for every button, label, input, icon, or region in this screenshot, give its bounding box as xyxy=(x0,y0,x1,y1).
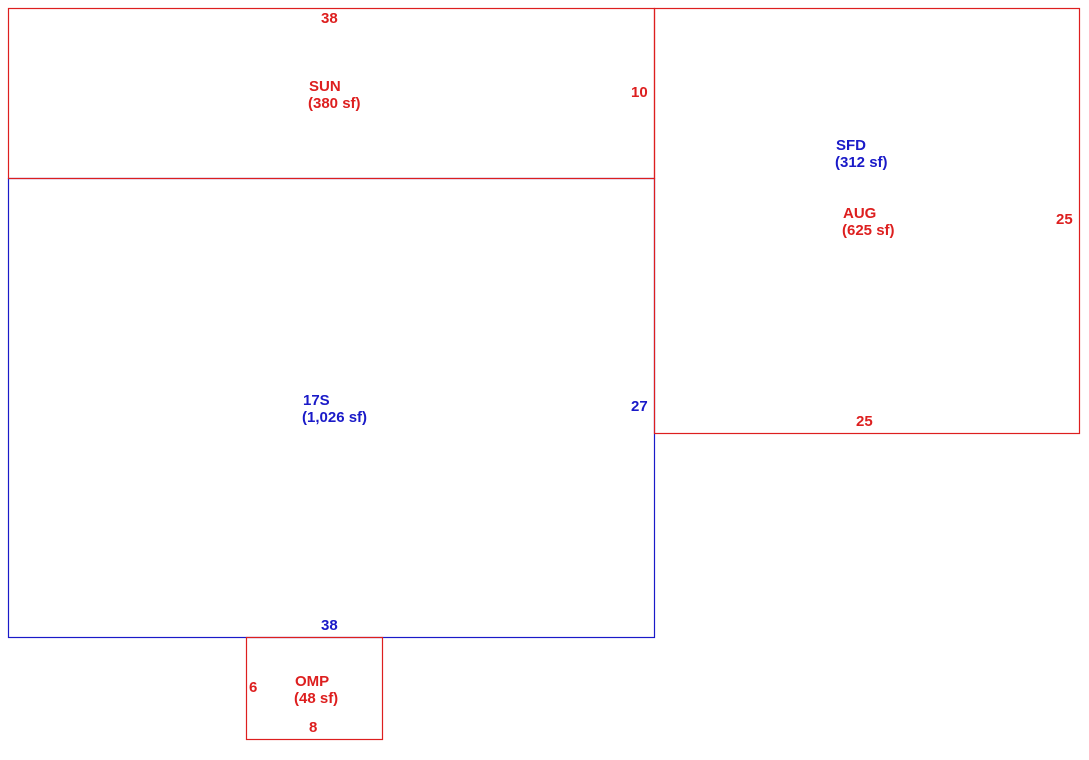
label-sfd-code: SFD xyxy=(836,137,866,154)
area-omp-outline xyxy=(245,636,384,741)
dimension-sun-top: 38 xyxy=(321,10,338,27)
dimension-17s-right: 27 xyxy=(631,398,648,415)
dimension-aug-right: 25 xyxy=(1056,211,1073,228)
label-17s-area: (1,026 sf) xyxy=(302,409,368,426)
label-omp-area: (48 sf) xyxy=(294,690,339,707)
label-sun-code: SUN xyxy=(309,78,341,95)
label-17s: 17S (1,026 sf) xyxy=(302,392,367,426)
dimension-17s-bottom: 38 xyxy=(321,617,338,634)
dimension-sun-right: 10 xyxy=(631,84,648,101)
label-omp-code: OMP xyxy=(295,673,330,690)
label-sun: SUN (380 sf) xyxy=(308,78,361,112)
label-17s-code: 17S xyxy=(303,392,330,409)
label-sfd-area: (312 sf) xyxy=(835,154,888,171)
dimension-omp-left: 6 xyxy=(249,679,258,696)
label-aug-area: (625 sf) xyxy=(842,222,895,239)
label-sun-area: (380 sf) xyxy=(308,95,361,112)
label-omp: OMP (48 sf) xyxy=(294,673,338,707)
label-aug-code: AUG xyxy=(843,205,877,222)
dimension-omp-bottom: 8 xyxy=(309,719,318,736)
dimension-aug-bottom: 25 xyxy=(856,413,873,430)
label-aug: AUG (625 sf) xyxy=(842,205,895,239)
area-aug-outline xyxy=(653,7,1081,435)
label-sfd: SFD (312 sf) xyxy=(835,137,888,171)
